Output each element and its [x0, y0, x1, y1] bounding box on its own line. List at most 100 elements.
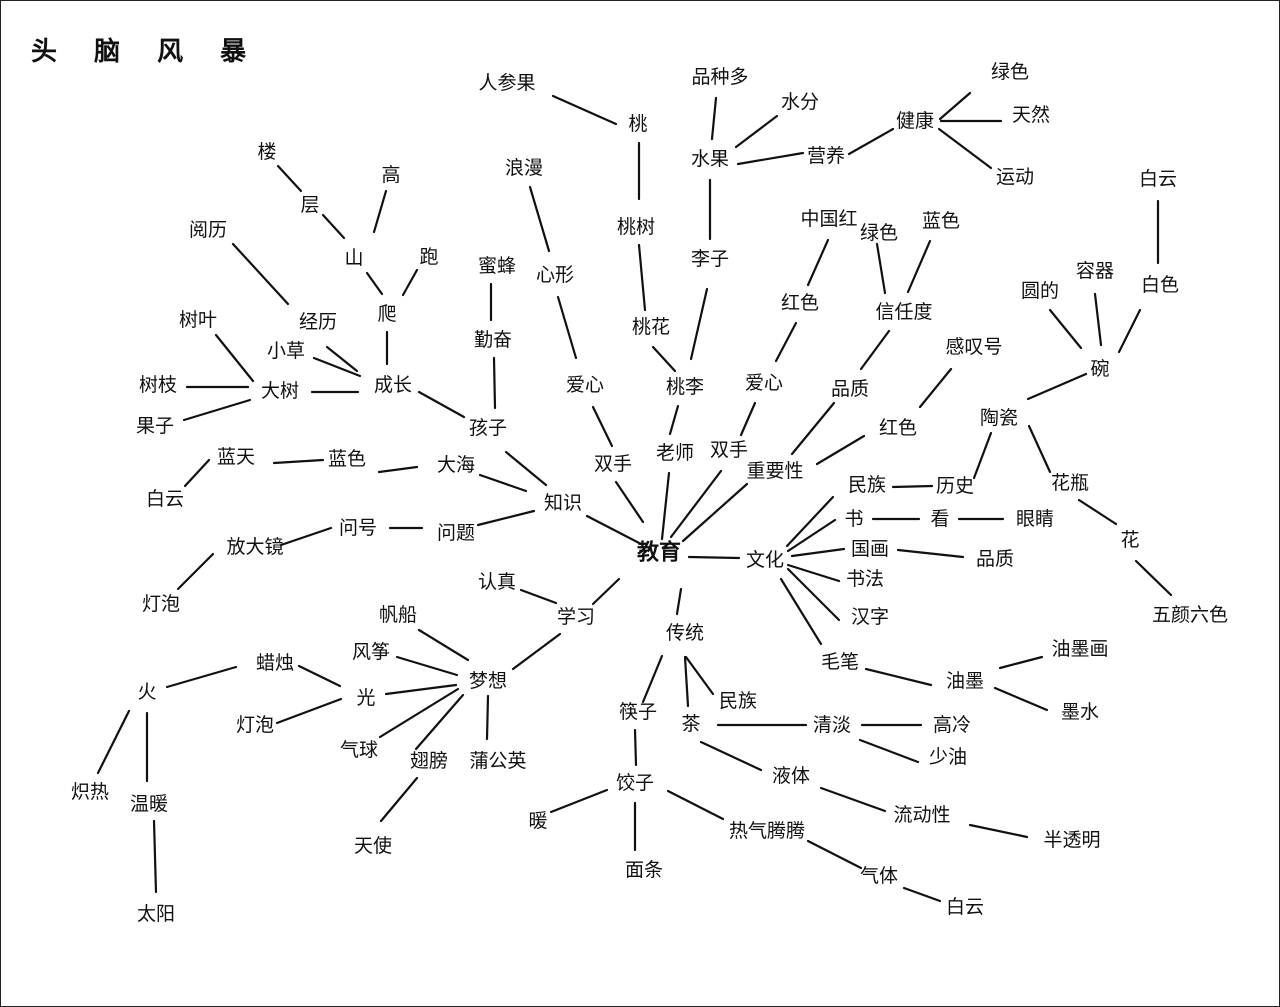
connector-line — [687, 555, 741, 560]
connector-line — [902, 886, 942, 903]
connector-line — [395, 655, 459, 677]
connector-line — [968, 823, 1029, 839]
connector-line — [819, 786, 887, 813]
node-label: 白云 — [1139, 168, 1177, 190]
connector-line — [384, 683, 458, 696]
node-label: 阅历 — [189, 219, 227, 241]
node-label: 温暖 — [130, 793, 168, 815]
node-label: 孩子 — [469, 417, 507, 439]
connector-line — [476, 509, 536, 527]
connector-line — [176, 552, 215, 591]
node-label: 健康 — [896, 110, 934, 132]
node-label: 白云 — [146, 488, 184, 510]
connector-line — [365, 271, 384, 296]
connector-line — [669, 469, 723, 539]
connector-line — [321, 213, 346, 240]
node-label: 红色 — [879, 417, 917, 439]
connector-line — [1027, 424, 1052, 474]
node-label: 筷子 — [619, 701, 657, 723]
connector-line — [779, 577, 823, 646]
node-label: 饺子 — [616, 772, 654, 794]
connector-line — [641, 654, 664, 704]
connector-line — [786, 567, 841, 622]
node-label: 蜡烛 — [256, 652, 294, 674]
node-label: 书法 — [846, 568, 884, 590]
connector-line — [896, 548, 965, 559]
node-label: 高冷 — [933, 714, 971, 736]
node-label: 桃李 — [666, 376, 704, 398]
connector-line — [417, 628, 470, 662]
node-label: 热气腾腾 — [729, 820, 805, 842]
connector-line — [372, 189, 388, 234]
connector-line — [875, 242, 887, 295]
node-label: 气球 — [340, 739, 378, 761]
node-label: 书 — [844, 508, 863, 530]
connector-line — [96, 709, 131, 775]
node-label: 层 — [300, 194, 319, 216]
center-node: 教育 — [637, 540, 681, 566]
connector-line — [183, 458, 211, 488]
node-label: 民族 — [848, 474, 886, 496]
connector-line — [786, 563, 841, 583]
node-label: 半透明 — [1043, 829, 1100, 851]
node-label: 问号 — [339, 517, 377, 539]
connector-line — [998, 655, 1044, 670]
node-label: 树叶 — [179, 309, 217, 331]
connector-line — [152, 819, 158, 894]
node-label: 少油 — [929, 746, 967, 768]
node-label: 白云 — [946, 896, 984, 918]
node-label: 墨水 — [1061, 701, 1099, 723]
connector-line — [1048, 308, 1083, 350]
node-label: 小草 — [267, 340, 305, 362]
node-label: 花瓶 — [1051, 472, 1089, 494]
connector-line — [214, 333, 255, 383]
node-label: 绿色 — [860, 222, 898, 244]
connector-line — [378, 687, 460, 739]
connector-line — [478, 473, 528, 493]
connector-lines — [96, 91, 1173, 903]
connector-line — [684, 655, 715, 696]
node-label: 流动性 — [893, 804, 950, 826]
node-label: 品质 — [831, 378, 869, 400]
connector-line — [1077, 498, 1118, 526]
connector-line — [591, 405, 614, 448]
node-label: 双手 — [594, 453, 632, 475]
node-label: 感叹号 — [945, 336, 1002, 358]
node-label: 暖 — [528, 810, 547, 832]
node-label: 蓝天 — [217, 446, 255, 468]
node-label: 爱心 — [745, 372, 783, 394]
connector-line — [633, 728, 638, 767]
node-label: 勤奋 — [474, 329, 512, 351]
node-label: 蜜蜂 — [478, 255, 516, 277]
connector-line — [859, 329, 891, 371]
node-label: 灯泡 — [236, 714, 274, 736]
connector-line — [906, 239, 932, 294]
node-label: 树枝 — [139, 374, 177, 396]
connector-line — [806, 839, 863, 870]
connector-line — [790, 401, 836, 456]
node-label: 容器 — [1076, 260, 1114, 282]
node-label: 光 — [356, 687, 375, 709]
connector-line — [377, 465, 419, 474]
connector-line — [551, 94, 618, 126]
connector-line — [276, 164, 303, 193]
node-label: 碗 — [1090, 358, 1109, 380]
connector-line — [1117, 308, 1142, 354]
node-label: 运动 — [996, 166, 1034, 188]
node-label: 高 — [381, 164, 400, 186]
node-label: 人参果 — [478, 72, 535, 94]
connector-line — [519, 588, 558, 605]
node-label: 油墨 — [946, 670, 984, 692]
node-label: 大树 — [261, 380, 299, 402]
connector-line — [815, 434, 866, 466]
node-label: 认真 — [478, 571, 516, 593]
node-label: 信任度 — [875, 301, 932, 323]
connector-line — [1026, 372, 1088, 401]
node-label: 毛笔 — [821, 651, 859, 673]
connector-line — [637, 243, 647, 312]
node-label: 品质 — [976, 548, 1014, 570]
node-label: 桃花 — [632, 316, 670, 338]
connector-line — [485, 694, 490, 741]
connector-line — [918, 367, 953, 409]
